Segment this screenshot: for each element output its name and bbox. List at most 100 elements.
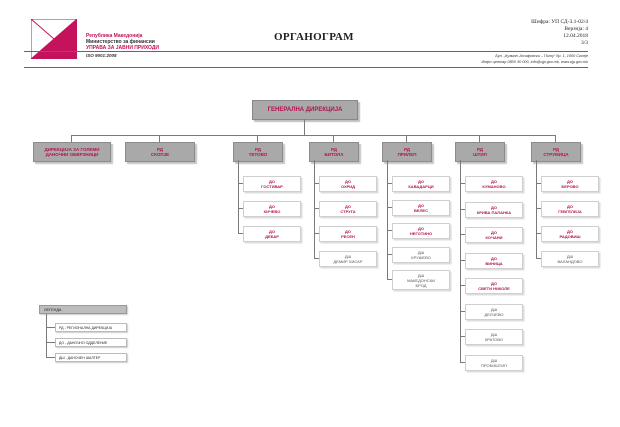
connector-line: [536, 160, 537, 258]
box-label: ДЕБАР: [265, 234, 279, 239]
box-label: ОХРИД: [340, 184, 356, 189]
connector-line: [479, 135, 480, 142]
document-page: 3/3: [580, 40, 588, 46]
box-label: ПРОБИШТИП: [481, 362, 507, 368]
connector-line: [387, 160, 388, 279]
connector-line: [460, 361, 465, 363]
box-label: БРОД: [415, 282, 427, 288]
connector-line: [406, 135, 407, 142]
iso-label: ISO 9001:2008: [86, 53, 117, 58]
connector-line: [536, 258, 541, 259]
box-label: ДО: [345, 179, 351, 184]
document-meta: Шифра: УП СД-3.1-02/4 Верзија: 4 12.04.2…: [531, 19, 588, 47]
box-label: ДО: [418, 202, 424, 208]
contact-line: Инфо центар 0800 30 000, info@ujp.gov.mk…: [481, 60, 589, 64]
box-label: КРУШЕВО: [411, 254, 431, 260]
box-label: ДО: [567, 204, 573, 209]
box-label: ДО: [269, 204, 275, 209]
connector-line: [46, 327, 55, 328]
connector-line: [238, 160, 239, 233]
connector-line: [304, 119, 305, 135]
box-label: ВАЛАНДОВО: [557, 259, 583, 264]
connector-line: [555, 135, 556, 142]
box-label: РД: [331, 146, 337, 152]
connector-line: [536, 183, 541, 184]
box-label: ГЕВГЕЛИЈА: [558, 209, 582, 214]
document-date: 12.04.2018: [563, 33, 588, 39]
connector-line: [460, 160, 461, 362]
box-label: ДАНОЧНИ ОБВРЗНИЦИ: [45, 152, 99, 157]
organization-name: Република Македонија Министерство за фин…: [86, 33, 159, 51]
org-line-country: Република Македонија: [86, 33, 143, 39]
box-label: СТРУГА: [340, 209, 356, 214]
connector-line: [333, 135, 334, 142]
box-label: ШТИП: [473, 152, 487, 157]
document-code: Шифра: УП СД-3.1-02/4: [531, 19, 588, 25]
box-label: ДО: [567, 229, 573, 234]
connector-line: [460, 259, 465, 261]
connector-line: [536, 233, 541, 234]
box-label: ДО: [269, 229, 275, 234]
box-label: РД: [477, 146, 483, 152]
box-label: ДШ: [566, 254, 574, 259]
upj-logo-icon: [31, 19, 77, 59]
document-version: Верзија: 4: [564, 26, 588, 32]
connector-line: [314, 258, 319, 259]
box-label: ДО: [418, 179, 424, 184]
box-label: КАВАДАРЦИ: [408, 184, 434, 189]
box-label: ДШ: [490, 357, 498, 363]
connector-line: [238, 183, 243, 184]
connector-line: [460, 234, 465, 235]
connector-line: [314, 208, 319, 209]
box-label: ДО: [491, 179, 497, 184]
connector-line: [46, 357, 55, 358]
org-line-agency: УПРАВА ЗА ЈАВНИ ПРИХОДИ: [86, 45, 160, 51]
box-label: ДШ: [490, 306, 498, 312]
general-directorate-box[interactable]: ГЕНЕРАЛНА ДИРЕКЦИЈА: [252, 100, 358, 120]
box-label: КРАТОВО: [484, 337, 504, 342]
box-label: КУМАНОВО: [482, 184, 506, 189]
org-line-ministry: Министерство за финансии: [86, 39, 155, 45]
box-label: ДО: [567, 179, 573, 184]
box-label: ДО: [491, 255, 497, 261]
connector-line: [387, 206, 392, 208]
box-label: ДО: [491, 204, 497, 210]
address-line: Бул. „Кузман Јосифовски – Питу“ бр. 1, 1…: [495, 54, 588, 58]
connector-line: [460, 285, 465, 286]
box-label: КОЧАНИ: [485, 235, 503, 240]
connector-line: [314, 233, 319, 234]
box-label: БЕРОВО: [561, 184, 579, 189]
connector-line: [387, 183, 392, 184]
